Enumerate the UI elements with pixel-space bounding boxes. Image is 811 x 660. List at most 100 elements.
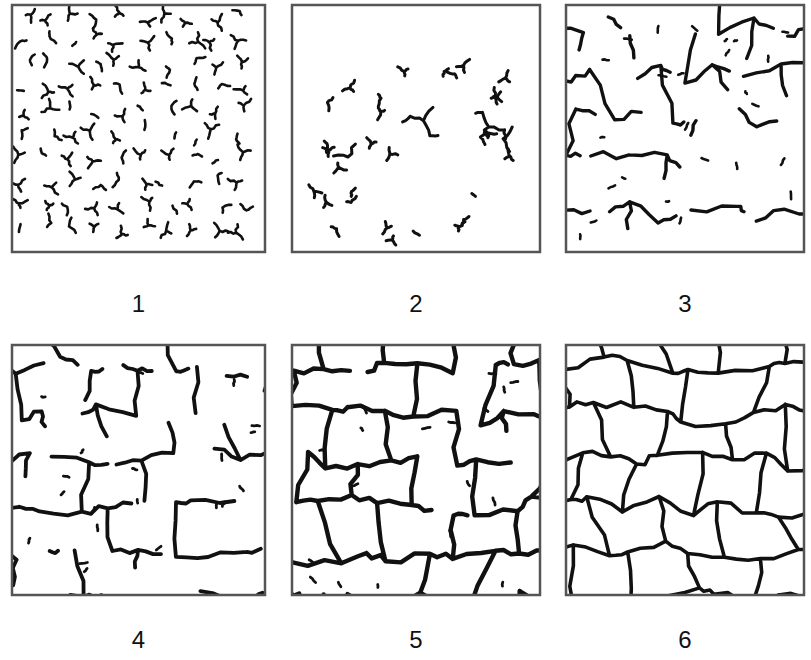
crack-mark [231, 35, 246, 49]
crack-fragment [252, 424, 260, 427]
crack-mark [331, 227, 339, 237]
crack-fragment [156, 546, 161, 550]
crack-mark [173, 206, 178, 214]
crack-mark [130, 60, 146, 70]
crack-fragment [511, 382, 518, 383]
crack-mark [109, 203, 123, 213]
crack-mark [113, 173, 119, 187]
crack-fragment [61, 492, 64, 495]
crack-network [292, 345, 540, 595]
crack-fragment [29, 538, 30, 543]
crack-fragment [240, 486, 244, 491]
crack-fragment [789, 192, 792, 200]
crack-mark [472, 194, 476, 197]
panel-ground [12, 5, 265, 252]
panel-frame [292, 345, 540, 595]
crack-mark [161, 222, 172, 238]
panel-number: 6 [655, 626, 715, 654]
crack-mark [174, 132, 176, 138]
crack-mark [115, 109, 125, 122]
crack-pattern [566, 345, 804, 595]
crack-fragment [624, 39, 632, 40]
crack-pattern [292, 345, 540, 595]
crack-mark [499, 71, 510, 82]
panel-frame [12, 5, 265, 252]
crack-mark [90, 14, 97, 28]
crack-fragment [493, 498, 495, 505]
crack-mark [324, 195, 332, 207]
crack-mark [117, 226, 128, 238]
crack-mark [93, 185, 106, 190]
crack-fragment [678, 73, 683, 75]
crack-network [566, 5, 804, 252]
crack-mark [237, 56, 248, 69]
crack-network [566, 345, 804, 595]
crack-fragment [80, 563, 88, 564]
crack-fragment [422, 427, 430, 429]
crack-mark [193, 154, 202, 156]
crack-fragment [600, 136, 604, 139]
crack-mark [166, 67, 170, 78]
crack-mark [138, 106, 143, 111]
crack-mark [22, 128, 28, 139]
crack-mark [182, 99, 197, 111]
crack-mark [171, 101, 176, 115]
crack-mark [62, 204, 68, 216]
crack-mark [187, 224, 196, 236]
crack-mark [309, 185, 322, 198]
crack-fragment [484, 408, 488, 411]
crack-mark [443, 69, 449, 77]
crack-fragment [81, 450, 83, 453]
crack-mark [43, 54, 47, 68]
crack-mark [203, 39, 214, 51]
crack-fragment [656, 26, 659, 33]
crack-mark [232, 10, 241, 15]
crack-mark [107, 53, 119, 66]
crack-mark [194, 77, 197, 90]
crack-fragment [726, 50, 730, 55]
panel-frame [566, 345, 804, 595]
crack-fragment [666, 200, 669, 203]
crack-mark [40, 14, 50, 25]
crack-mark [13, 199, 28, 208]
panel-frame [566, 5, 804, 252]
crack-fragment [92, 507, 95, 513]
crack-mark [111, 131, 120, 143]
crack-fragment [579, 234, 582, 239]
crack-mark [383, 222, 392, 234]
crack-mark [161, 149, 173, 160]
crack-mark [205, 123, 219, 139]
crack-mark [81, 124, 95, 140]
crack-fragment [137, 372, 143, 373]
crack-fragment [352, 484, 358, 486]
crack-fragment [725, 39, 727, 41]
panel-number: 2 [386, 290, 446, 318]
crack-fragment [310, 577, 315, 583]
crack-fragment [692, 26, 697, 31]
crack-fragment [603, 58, 609, 61]
crack-mark [398, 67, 408, 76]
crack-fragment [659, 75, 667, 77]
crack-mark [143, 120, 147, 130]
crack-fragment [222, 502, 224, 507]
crack-fragment [489, 372, 496, 376]
crack-fragment [136, 499, 139, 503]
crack-mark [47, 214, 51, 227]
crack-mark [41, 149, 46, 156]
crack-fragment [234, 380, 235, 386]
crack-mark [228, 224, 243, 239]
crack-mark [45, 201, 53, 210]
crack-mark [69, 60, 84, 74]
crack-fragment [309, 560, 314, 564]
crack-mark [19, 110, 29, 119]
crack-mark [64, 132, 78, 144]
crack-fragment [702, 158, 709, 161]
crack-mark [15, 40, 26, 48]
panel-number: 4 [109, 626, 169, 654]
crack-mark [87, 157, 101, 168]
panel-frame [12, 345, 265, 595]
crack-mark [142, 179, 152, 190]
crack-fragment [591, 221, 597, 223]
crack-mark [491, 87, 502, 101]
crack-mark [114, 83, 122, 93]
